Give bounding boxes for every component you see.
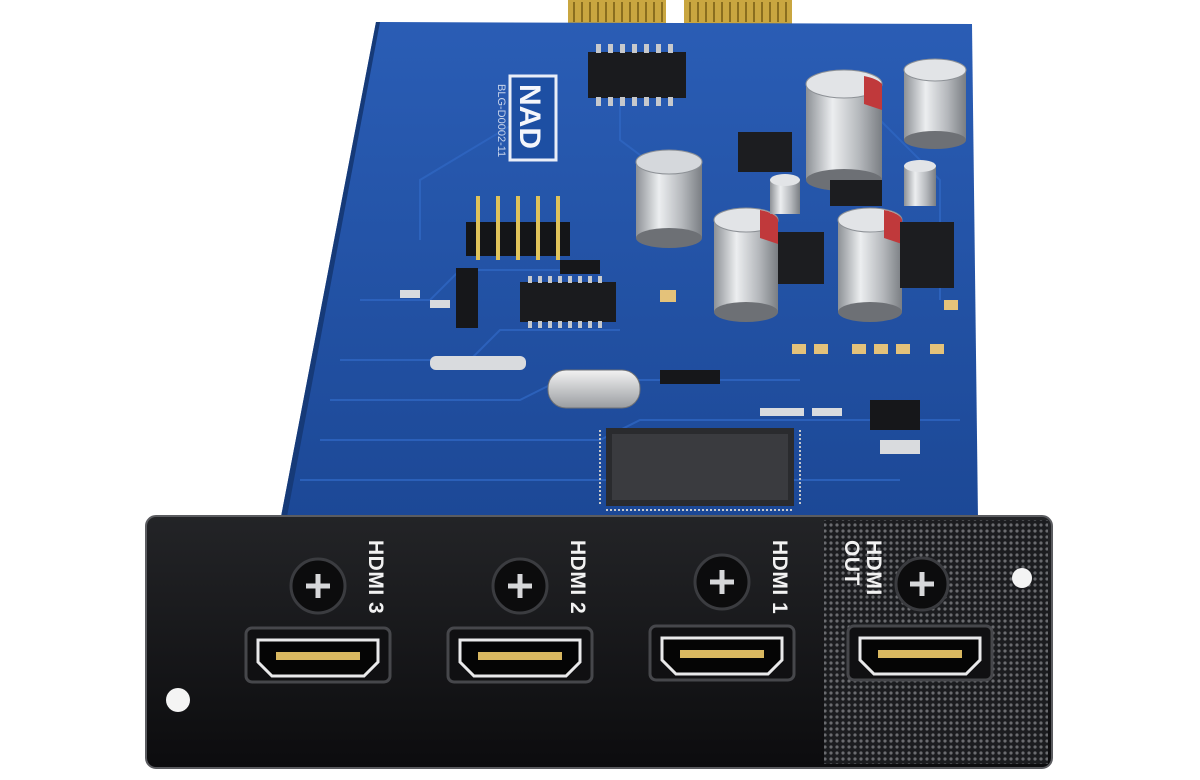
port-label-hdmi-3: HDMI 3 (364, 540, 387, 615)
circuit-board (280, 22, 978, 522)
port-label-hdmi-1: HDMI 1 (768, 540, 791, 615)
port-label-line: HDMI 1 (768, 540, 791, 615)
screw (894, 556, 950, 612)
screw (693, 553, 751, 611)
capacitor (903, 58, 967, 149)
hdmi-port (648, 624, 796, 682)
processor-chip (599, 428, 801, 511)
capacitor (770, 160, 936, 214)
svg-text:BLG-D0002-11: BLG-D0002-11 (495, 84, 507, 157)
hdmi-port (846, 624, 994, 682)
smd-components (400, 260, 958, 454)
ic-chip (520, 276, 616, 328)
port-label-line: OUT (840, 540, 863, 586)
edge-connector (568, 0, 792, 24)
hdmi-port (446, 626, 594, 684)
port-label-hdmi-out: HDMI OUT (840, 540, 885, 596)
mount-hole (1012, 568, 1032, 588)
port-label-line: HDMI (862, 540, 885, 596)
nad-logo-text: NAD (513, 84, 546, 149)
nad-logo (508, 74, 558, 162)
capacitor (837, 207, 903, 322)
capacitor (805, 69, 883, 191)
port-label-line: HDMI 2 (566, 540, 589, 615)
crystal-oscillator (547, 369, 641, 409)
screw (491, 557, 549, 615)
inductor (738, 132, 954, 288)
top-ic-chip (588, 44, 686, 106)
screw (289, 557, 347, 615)
capacitor (713, 207, 779, 322)
mount-hole (166, 688, 190, 712)
pin-header (466, 196, 570, 260)
hdmi-port (244, 626, 392, 684)
port-label-line: HDMI 3 (364, 540, 387, 615)
port-label-hdmi-2: HDMI 2 (566, 540, 589, 615)
capacitor (635, 149, 703, 248)
